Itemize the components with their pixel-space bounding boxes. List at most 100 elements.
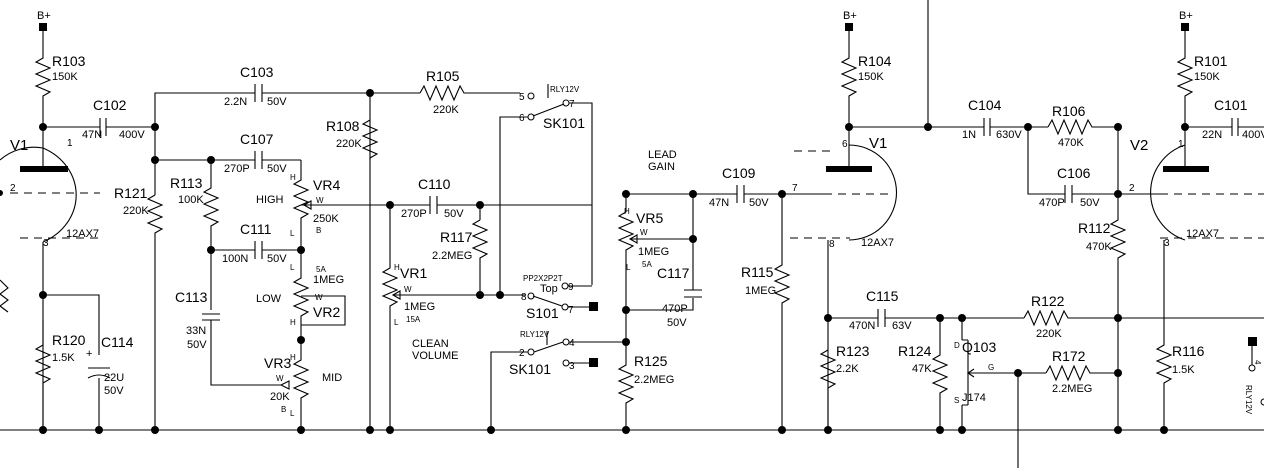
svg-text:MID: MID xyxy=(322,372,342,384)
jfet-q103: D S G Q103 J174 xyxy=(954,318,1018,430)
capacitor-c114: + C114 22U 50V xyxy=(86,334,134,430)
svg-text:1: 1 xyxy=(1178,139,1184,150)
svg-text:47K: 47K xyxy=(912,363,932,375)
svg-text:R112: R112 xyxy=(1078,220,1111,236)
svg-text:+: + xyxy=(86,348,92,360)
svg-text:V2: V2 xyxy=(1130,137,1148,154)
svg-text:8: 8 xyxy=(521,292,527,303)
svg-text:B+: B+ xyxy=(1179,10,1193,22)
svg-text:R108: R108 xyxy=(326,118,360,134)
svg-text:H: H xyxy=(624,207,630,216)
svg-text:R122: R122 xyxy=(1031,293,1065,309)
svg-text:VOLUME: VOLUME xyxy=(412,350,458,362)
svg-text:R123: R123 xyxy=(836,343,870,359)
svg-text:3: 3 xyxy=(43,238,49,249)
svg-text:L: L xyxy=(290,409,295,418)
svg-text:1MEG: 1MEG xyxy=(745,285,776,297)
svg-text:50V: 50V xyxy=(267,163,287,175)
svg-text:47N: 47N xyxy=(82,129,102,141)
resistor-r106: R106 470K xyxy=(1027,103,1119,195)
svg-text:250K: 250K xyxy=(313,213,339,225)
svg-text:VR4: VR4 xyxy=(313,177,340,193)
capacitor-c102: C102 47N 400V xyxy=(82,97,145,141)
capacitor-c111: C111 100N 50V xyxy=(222,221,287,265)
tube-v1-right: V1 6 7 8 12AX7 xyxy=(782,135,898,250)
svg-text:1: 1 xyxy=(67,138,73,149)
svg-text:50V: 50V xyxy=(104,385,124,397)
svg-text:630V: 630V xyxy=(996,129,1022,141)
wire-vr5-node xyxy=(625,193,782,311)
svg-text:Q103: Q103 xyxy=(962,339,996,355)
svg-text:C106: C106 xyxy=(1057,165,1091,181)
svg-text:150K: 150K xyxy=(52,71,78,83)
capacitor-c104: C104 1N 630V xyxy=(962,97,1022,141)
resistor-r103: R103 150K xyxy=(34,40,86,127)
svg-text:R124: R124 xyxy=(898,343,932,359)
svg-text:W: W xyxy=(316,196,324,205)
svg-text:B: B xyxy=(316,226,321,235)
svg-text:R105: R105 xyxy=(426,68,460,84)
svg-text:220K: 220K xyxy=(1036,328,1062,340)
capacitor-c109: C109 47N 50V xyxy=(709,165,769,209)
svg-text:5A: 5A xyxy=(316,265,326,274)
svg-text:R115: R115 xyxy=(741,264,774,280)
svg-text:L: L xyxy=(290,263,295,272)
svg-text:PP2X2P2T: PP2X2P2T xyxy=(523,274,563,283)
capacitor-c107: C107 270P 50V xyxy=(224,131,287,175)
svg-text:470P: 470P xyxy=(662,303,688,315)
svg-text:HIGH: HIGH xyxy=(256,194,284,206)
relay-right-edge: 4 RLY12V xyxy=(1244,337,1264,415)
switch-s101: PP2X2P2T Top 8 7 9 S101 xyxy=(521,274,598,321)
svg-text:50V: 50V xyxy=(444,208,464,220)
svg-text:LOW: LOW xyxy=(256,293,282,305)
svg-text:3: 3 xyxy=(569,361,575,372)
capacitor-c103: C103 2.2N 50V xyxy=(224,64,287,108)
resistor-r120: R120 1.5K xyxy=(34,320,86,430)
svg-text:RLY12V: RLY12V xyxy=(1244,385,1253,415)
svg-text:470N: 470N xyxy=(849,320,875,332)
svg-text:50V: 50V xyxy=(1080,197,1100,209)
svg-text:V1: V1 xyxy=(10,137,28,154)
svg-text:R120: R120 xyxy=(52,332,86,348)
svg-text:RLY12V: RLY12V xyxy=(550,85,580,94)
svg-text:C101: C101 xyxy=(1214,97,1248,113)
svg-text:12AX7: 12AX7 xyxy=(66,228,99,240)
svg-text:B: B xyxy=(281,405,286,414)
resistor-r104: R104 150K xyxy=(840,40,892,127)
svg-text:R116: R116 xyxy=(1172,343,1205,359)
svg-text:6: 6 xyxy=(519,113,525,124)
svg-text:7: 7 xyxy=(569,99,575,110)
svg-text:47N: 47N xyxy=(709,197,729,209)
svg-text:150K: 150K xyxy=(858,71,884,83)
svg-text:H: H xyxy=(290,173,296,182)
svg-text:C104: C104 xyxy=(968,97,1002,113)
svg-text:12AX7: 12AX7 xyxy=(861,237,894,249)
svg-text:J174: J174 xyxy=(962,392,986,404)
pot-vr3: VR3 20K MID H W B L xyxy=(264,340,342,430)
svg-text:R117: R117 xyxy=(440,229,473,245)
wire-c110 xyxy=(390,204,593,285)
svg-text:470P: 470P xyxy=(1039,197,1065,209)
svg-text:LEAD: LEAD xyxy=(648,149,677,161)
wire-v2-plate xyxy=(1184,126,1264,168)
svg-text:C117: C117 xyxy=(657,265,690,281)
svg-text:470K: 470K xyxy=(1086,241,1112,253)
svg-text:R106: R106 xyxy=(1052,103,1086,119)
svg-text:S: S xyxy=(954,396,959,405)
svg-text:150K: 150K xyxy=(1194,71,1220,83)
svg-text:2.2K: 2.2K xyxy=(836,363,859,375)
svg-text:VR3: VR3 xyxy=(264,355,291,371)
svg-text:220K: 220K xyxy=(123,205,149,217)
pot-vr2: VR2 1MEG 5A LOW W L H xyxy=(256,250,346,340)
resistor-r121: R121 220K xyxy=(114,160,164,430)
svg-text:W: W xyxy=(315,293,323,302)
tube-v2: V2 1 2 3 12AX7 xyxy=(1118,137,1264,249)
wire-v1b-plate xyxy=(848,0,1048,168)
svg-text:3: 3 xyxy=(1164,238,1170,249)
svg-text:2: 2 xyxy=(10,183,16,194)
svg-text:220K: 220K xyxy=(336,138,362,150)
resistor-r172: R172 2.2MEG xyxy=(1045,348,1118,395)
capacitor-c110: C110 270P 50V xyxy=(401,176,464,220)
svg-text:C115: C115 xyxy=(866,288,899,304)
